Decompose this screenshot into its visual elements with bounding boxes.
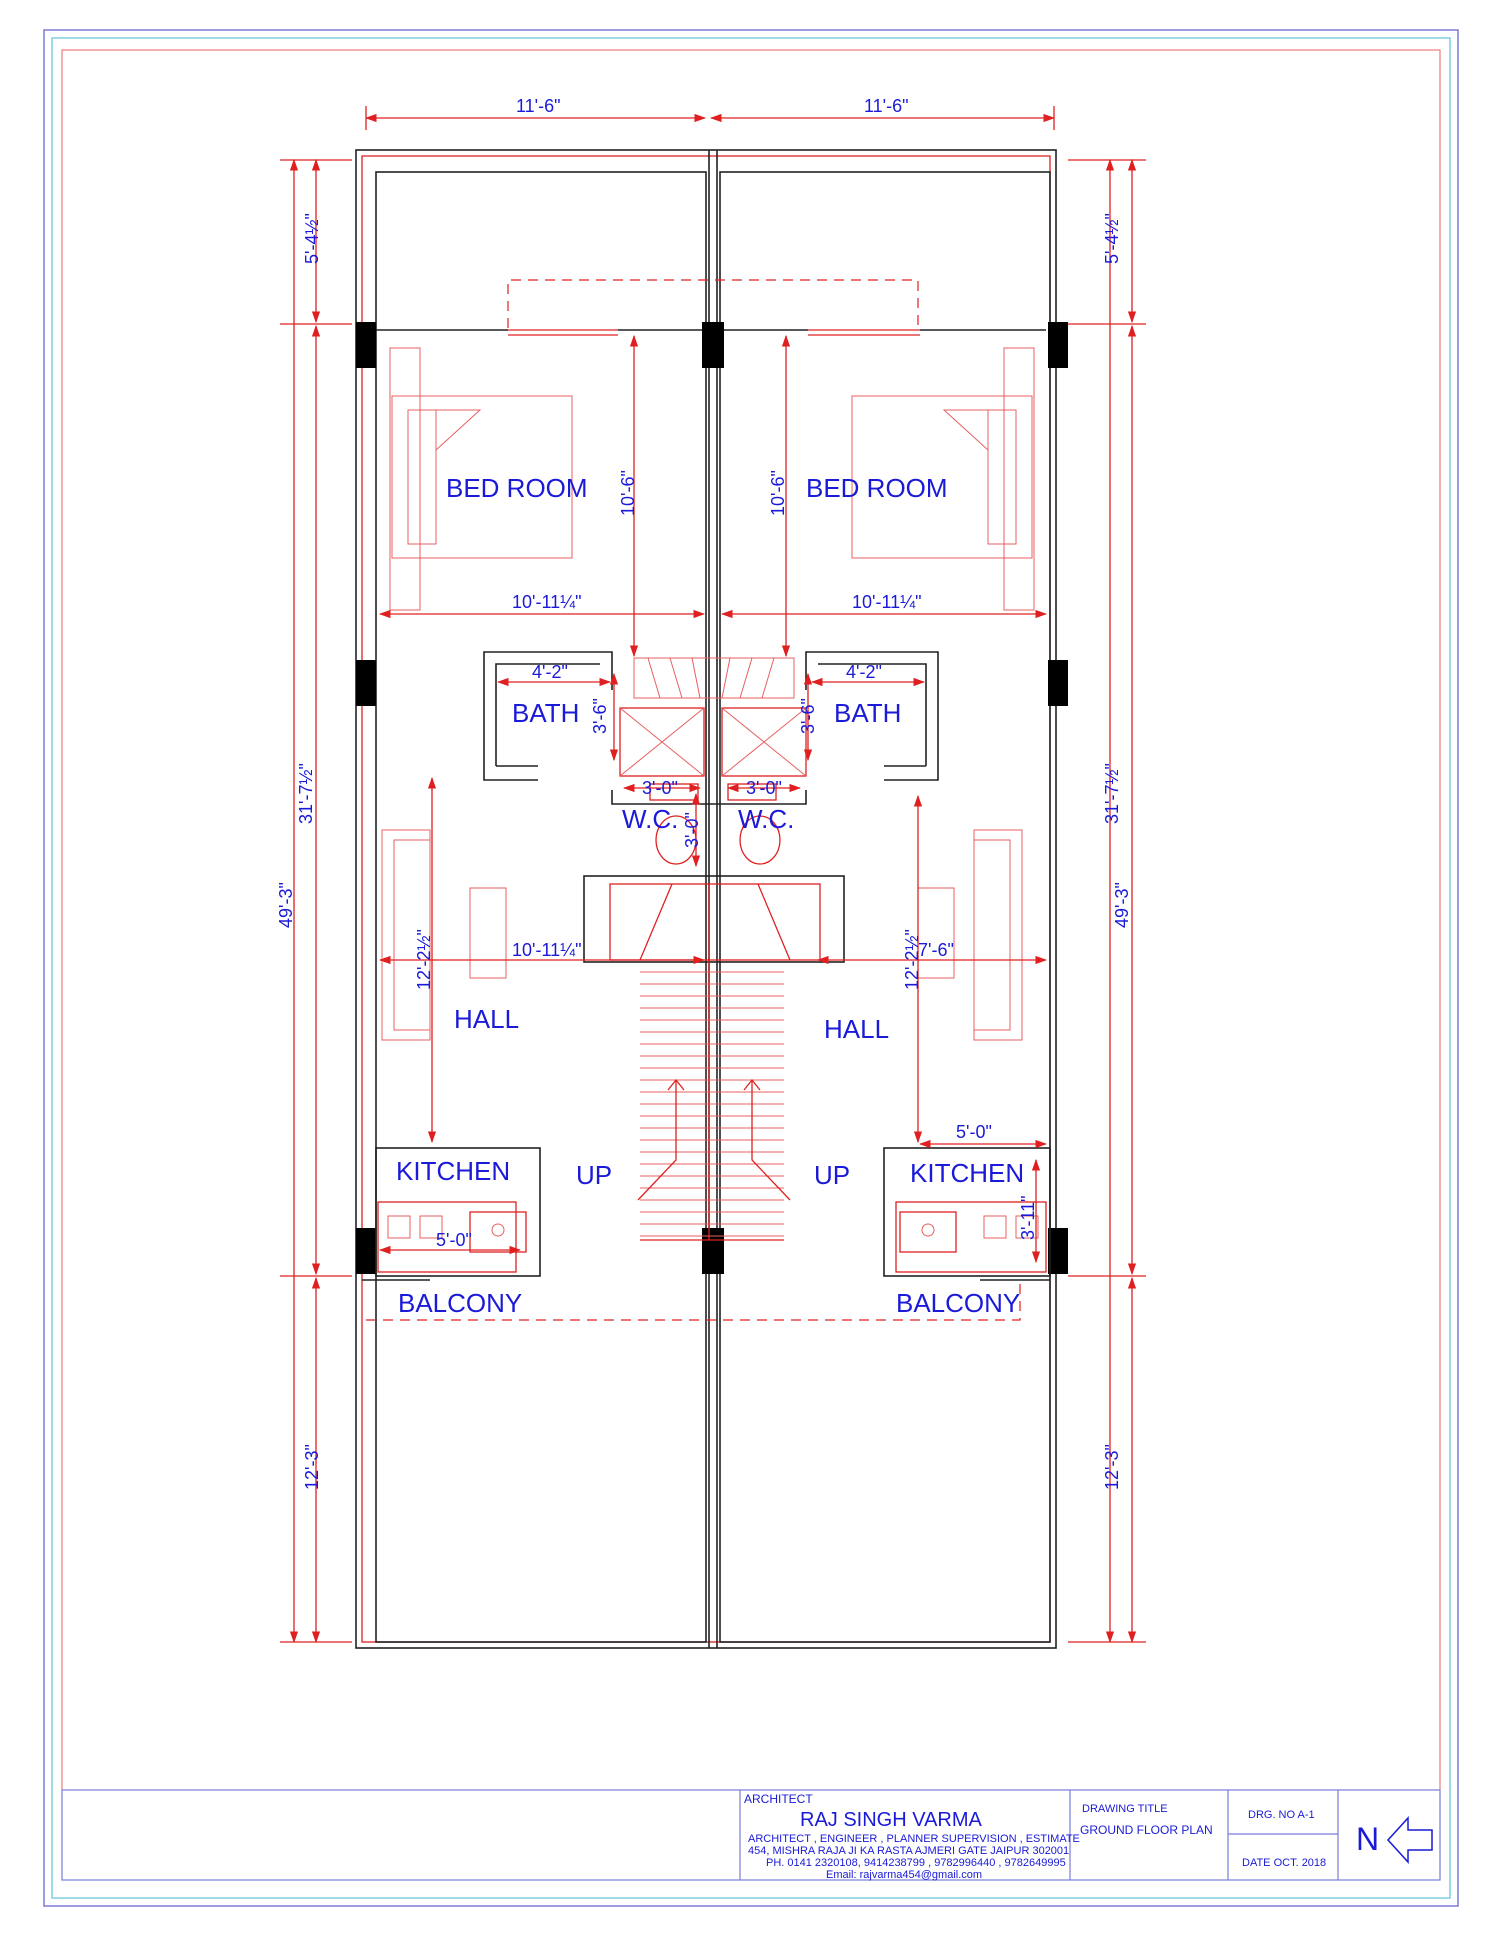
dim-bath-width-left: 4'-2" xyxy=(532,662,568,682)
drawing-date: DATE OCT. 2018 xyxy=(1242,1857,1326,1869)
balcony-right-label: BALCONY xyxy=(896,1288,1020,1318)
architect-caption: ARCHITECT xyxy=(744,1792,813,1806)
architect-address: 454, MISHRA RAJA JI KA RASTA AJMERI GATE… xyxy=(748,1845,1069,1857)
front-projection-line xyxy=(507,279,919,328)
dim-middle-left: 31'-7½" xyxy=(296,763,316,824)
bedroom-left-label: BED ROOM xyxy=(446,473,588,503)
drawing-frame xyxy=(61,49,1441,1881)
dim-bedroom-width-right: 10'-11¼" xyxy=(852,592,922,612)
duct-left xyxy=(619,707,705,777)
drawing-title-caption: DRAWING TITLE xyxy=(1082,1803,1168,1815)
sofa-right xyxy=(917,829,1023,1041)
rear-projection-line xyxy=(366,1280,1021,1321)
dim-kitchen-width-left: 5'-0" xyxy=(436,1230,472,1250)
wc-left-label: W.C. xyxy=(622,804,678,834)
outer-border xyxy=(43,29,1459,1907)
dim-middle-right: 31'-7½" xyxy=(1102,763,1122,824)
dim-rear-right: 12'-3" xyxy=(1102,1444,1122,1490)
dim-bedroom-depth-left: 10'-6" xyxy=(618,470,638,516)
dim-bedroom-depth-right: 10'-6" xyxy=(768,470,788,516)
dim-hall-depth-left: 12'-2½" xyxy=(414,929,434,990)
architect-name: RAJ SINGH VARMA xyxy=(800,1809,983,1831)
dim-hall-width-left: 10'-11¼" xyxy=(512,940,582,960)
dim-bedroom-width-left: 10'-11¼" xyxy=(512,592,582,612)
kitchen-right-label: KITCHEN xyxy=(910,1158,1024,1188)
staircase xyxy=(583,875,845,1241)
dim-total-right: 49'-3" xyxy=(1112,882,1132,928)
up-right-label: UP xyxy=(814,1160,850,1190)
architect-services: ARCHITECT , ENGINEER , PLANNER SUPERVISI… xyxy=(748,1833,1080,1845)
dim-bath-depth-right: 3'-6" xyxy=(798,698,818,734)
inner-border xyxy=(51,37,1451,1899)
bath-right-walls xyxy=(805,651,939,781)
title-block xyxy=(61,1789,1441,1881)
dim-kitchen-width-right: 5'-0" xyxy=(956,1122,992,1142)
architect-phone: PH. 0141 2320108, 9414238799 , 978299644… xyxy=(766,1857,1066,1869)
wardrobe-hatch xyxy=(633,657,795,699)
architect-email: Email: rajvarma454@gmail.com xyxy=(826,1869,982,1881)
dim-wc-width-right: 3'-0" xyxy=(746,778,782,798)
dim-top-right: 11'-6" xyxy=(864,96,909,116)
dim-bath-width-right: 4'-2" xyxy=(846,662,882,682)
bed-left xyxy=(389,347,573,611)
dim-wc-depth: 3'-0" xyxy=(682,812,702,848)
wc-right-label: W.C. xyxy=(738,804,794,834)
dimension-lines xyxy=(280,106,1146,1644)
wc-walls xyxy=(611,790,807,805)
building-walls xyxy=(355,149,1057,1649)
dim-bath-depth-left: 3'-6" xyxy=(590,698,610,734)
dim-top-left: 11'-6" xyxy=(516,96,561,116)
bath-left-walls xyxy=(483,651,613,781)
dim-hall-width-right: 7'-6" xyxy=(918,940,954,960)
dim-front-right: 5'-4½" xyxy=(1102,213,1122,264)
kitchen-left-label: KITCHEN xyxy=(396,1156,510,1186)
dim-total-left: 49'-3" xyxy=(276,882,296,928)
bath-left-label: BATH xyxy=(512,698,579,728)
north-arrow-icon xyxy=(1386,1816,1433,1864)
dim-rear-left: 12'-3" xyxy=(302,1444,322,1490)
balcony-left-label: BALCONY xyxy=(398,1288,522,1318)
dim-hall-depth-right: 12'-2½" xyxy=(902,929,922,990)
drawing-title: GROUND FLOOR PLAN xyxy=(1080,1823,1213,1837)
up-left-label: UP xyxy=(576,1160,612,1190)
bath-right-label: BATH xyxy=(834,698,901,728)
bedroom-right-label: BED ROOM xyxy=(806,473,948,503)
dim-front-left: 5'-4½" xyxy=(302,213,322,264)
dim-kitchen-depth-right: 3'-11" xyxy=(1018,1195,1038,1240)
dim-wc-width-left: 3'-0" xyxy=(642,778,678,798)
hall-right-label: HALL xyxy=(824,1014,889,1044)
hall-left-label: HALL xyxy=(454,1004,519,1034)
duct-right xyxy=(721,707,807,777)
north-label: N xyxy=(1356,1821,1379,1857)
drawing-number: DRG. NO A-1 xyxy=(1248,1809,1315,1821)
